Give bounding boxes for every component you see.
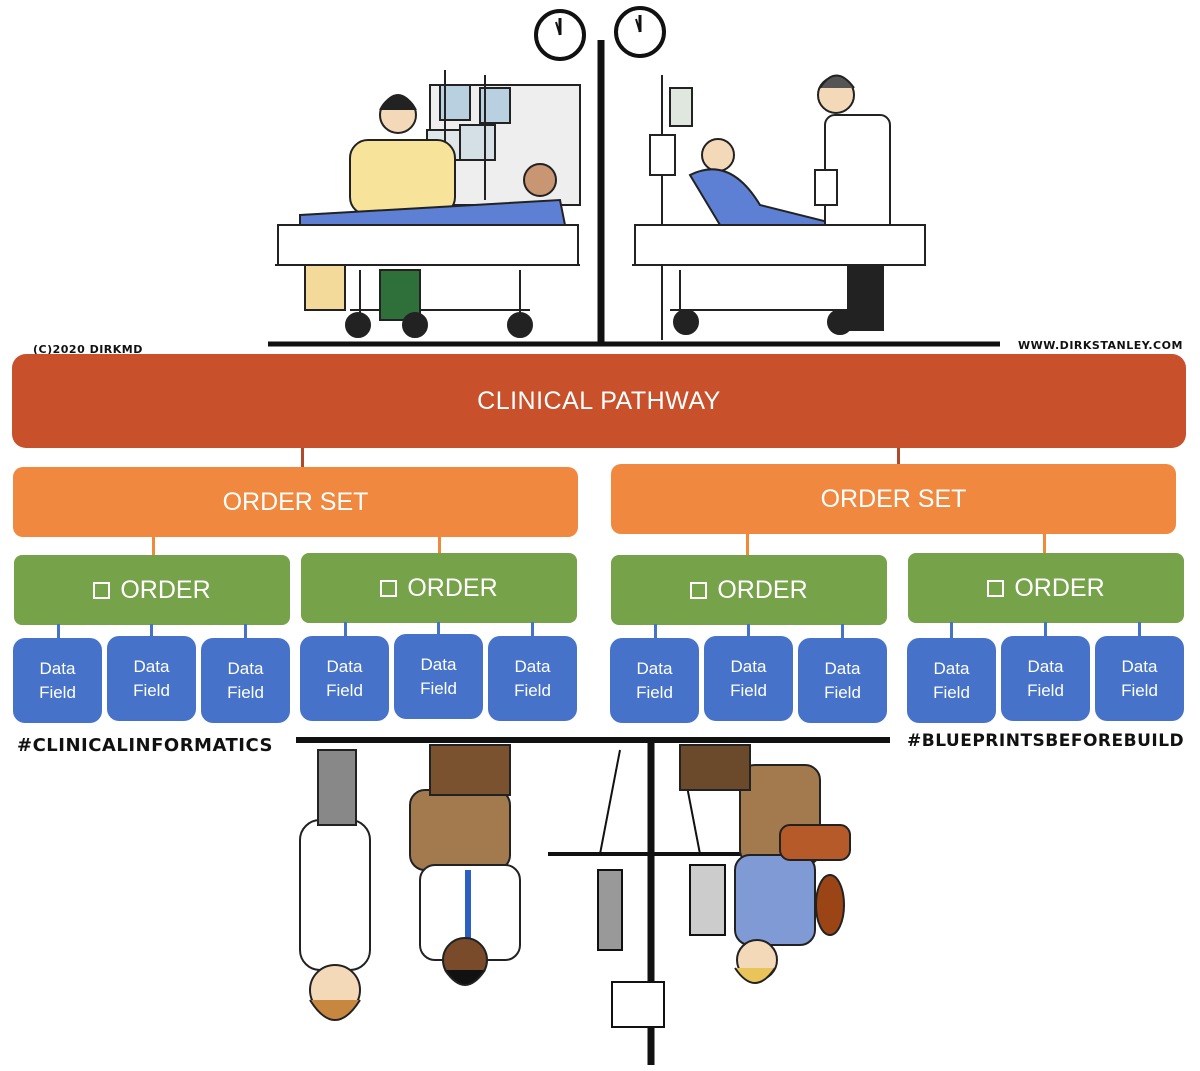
connector: [152, 536, 155, 556]
data-field-label: Data: [824, 658, 861, 678]
connector: [438, 536, 441, 553]
data-field-box: Data Field: [107, 636, 196, 721]
order-box: ORDER: [908, 553, 1184, 623]
data-field-label: Field: [326, 680, 363, 700]
data-field-box: Data Field: [1095, 636, 1184, 721]
data-field-label: Field: [1121, 680, 1158, 700]
data-field-box: Data Field: [1001, 636, 1090, 721]
checkbox-icon: [987, 579, 1005, 597]
connector: [437, 622, 440, 638]
data-field-label: Data: [730, 656, 767, 676]
data-field-label: Field: [636, 682, 673, 702]
data-field-label: Data: [420, 654, 457, 674]
connector: [531, 622, 534, 638]
order-set-box: ORDER SET: [13, 467, 578, 537]
team-member-2: [409, 744, 521, 986]
connector: [57, 624, 60, 640]
data-field-label: Field: [1027, 680, 1064, 700]
order-label: ORDER: [1014, 573, 1105, 602]
connector: [746, 533, 749, 556]
data-field-box: Data Field: [907, 638, 996, 723]
clinical-pathway-box: CLINICAL PATHWAY: [12, 354, 1186, 448]
data-field-label: Field: [133, 680, 170, 700]
data-field-box: Data Field: [201, 638, 290, 723]
connector: [1138, 622, 1141, 638]
data-field-box: Data Field: [610, 638, 699, 723]
order-set-label: ORDER SET: [222, 487, 369, 516]
connector: [1043, 533, 1046, 554]
connector: [841, 624, 844, 640]
order-set-label: ORDER SET: [820, 484, 967, 513]
wall-clock-icon: [534, 9, 586, 61]
data-field-label: Field: [227, 682, 264, 702]
data-field-label: Data: [636, 658, 673, 678]
connector: [897, 446, 900, 466]
checkbox-icon: [690, 581, 708, 599]
order-box: ORDER: [301, 553, 577, 623]
hashtag-left: #CLINICALINFORMATICS: [17, 735, 273, 756]
order-box: ORDER: [14, 555, 290, 625]
connector: [950, 622, 953, 640]
order-label: ORDER: [717, 575, 808, 604]
data-field-box: Data Field: [798, 638, 887, 723]
data-field-box: Data Field: [300, 636, 389, 721]
team-member-3: [679, 744, 851, 984]
order-box: ORDER: [611, 555, 887, 625]
checkbox-icon: [380, 579, 398, 597]
connector: [747, 624, 750, 640]
data-field-label: Data: [1121, 656, 1158, 676]
team-member-1: [299, 749, 371, 1021]
data-field-label: Data: [133, 656, 170, 676]
data-field-label: Field: [730, 680, 767, 700]
build-team-upside-down-illustration: [296, 737, 890, 1065]
data-field-label: Field: [933, 682, 970, 702]
connector: [654, 624, 657, 640]
data-field-label: Data: [326, 656, 363, 676]
data-field-label: Field: [420, 678, 457, 698]
data-field-box: Data Field: [13, 638, 102, 723]
data-field-label: Field: [824, 682, 861, 702]
checkbox-icon: [93, 581, 111, 599]
order-label: ORDER: [407, 573, 498, 602]
data-field-label: Data: [514, 656, 551, 676]
clinical-care-scene-illustration: [268, 6, 1000, 347]
connector: [344, 622, 347, 640]
order-set-box: ORDER SET: [611, 464, 1176, 534]
connector: [150, 624, 153, 640]
data-field-box: Data Field: [488, 636, 577, 721]
data-field-label: Data: [1027, 656, 1064, 676]
clinical-pathway-label: CLINICAL PATHWAY: [477, 386, 721, 415]
wall-clock-icon: [614, 6, 666, 58]
connector: [301, 446, 304, 468]
data-field-label: Data: [933, 658, 970, 678]
data-field-label: Field: [39, 682, 76, 702]
data-field-label: Data: [227, 658, 264, 678]
data-field-label: Field: [514, 680, 551, 700]
connector: [1044, 622, 1047, 638]
icu-bed-scene: [275, 70, 581, 338]
connector: [244, 624, 247, 640]
ward-bed-scene: [632, 74, 926, 340]
data-field-label: Data: [39, 658, 76, 678]
hashtag-right: #BLUEPRINTSBEFOREBUILD: [907, 731, 1185, 751]
order-label: ORDER: [120, 575, 211, 604]
website-credit: WWW.DIRKSTANLEY.COM: [1018, 339, 1183, 352]
data-field-box: Data Field: [394, 634, 483, 719]
data-field-box: Data Field: [704, 636, 793, 721]
copyright-credit: (C)2020 DIRKMD: [33, 343, 143, 356]
